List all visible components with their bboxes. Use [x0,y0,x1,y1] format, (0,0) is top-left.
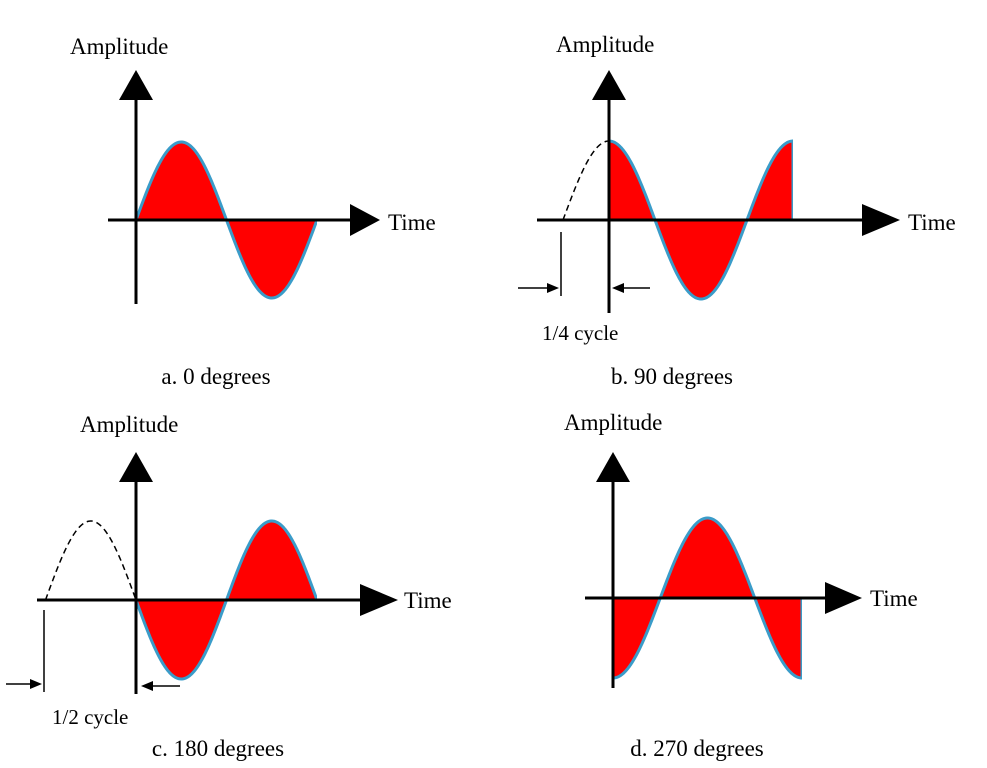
y-arrow-c [119,452,153,482]
amplitude-label-d: Amplitude [564,410,662,435]
panel-c: 1/2 cycle Amplitude Time c. 180 degrees [6,412,452,761]
ghost-wave-c [44,520,137,601]
shift-label-b: 1/4 cycle [542,321,618,345]
time-label-b: Time [908,210,956,235]
y-arrow-a [119,70,153,100]
y-arrow-d [596,452,630,482]
x-arrow-b [862,204,900,236]
x-arrow-d [825,582,862,614]
panel-d: Amplitude Time d. 270 degrees [564,410,918,761]
amplitude-label-a: Amplitude [70,34,168,59]
caption-b: b. 90 degrees [611,364,733,389]
x-arrow-a [350,204,380,236]
caption-c: c. 180 degrees [152,736,284,761]
y-arrow-b [592,70,626,100]
shift-arrowhead-left-c [30,679,42,689]
caption-a: a. 0 degrees [161,364,270,389]
x-arrow-c [360,584,398,616]
time-label-d: Time [870,586,918,611]
ghost-wave-b [562,140,610,221]
shift-arrowhead-right-c [141,681,153,691]
time-label-c: Time [404,588,452,613]
panel-a: Amplitude Time a. 0 degrees [70,34,436,389]
caption-d: d. 270 degrees [630,736,764,761]
shift-arrowhead-left-b [547,283,559,293]
time-label-a: Time [388,210,436,235]
shift-label-c: 1/2 cycle [52,705,128,729]
panel-b: 1/4 cycle Amplitude Time b. 90 degrees [518,32,956,389]
amplitude-label-b: Amplitude [556,32,654,57]
shift-arrowhead-right-b [612,283,624,293]
amplitude-label-c: Amplitude [80,412,178,437]
